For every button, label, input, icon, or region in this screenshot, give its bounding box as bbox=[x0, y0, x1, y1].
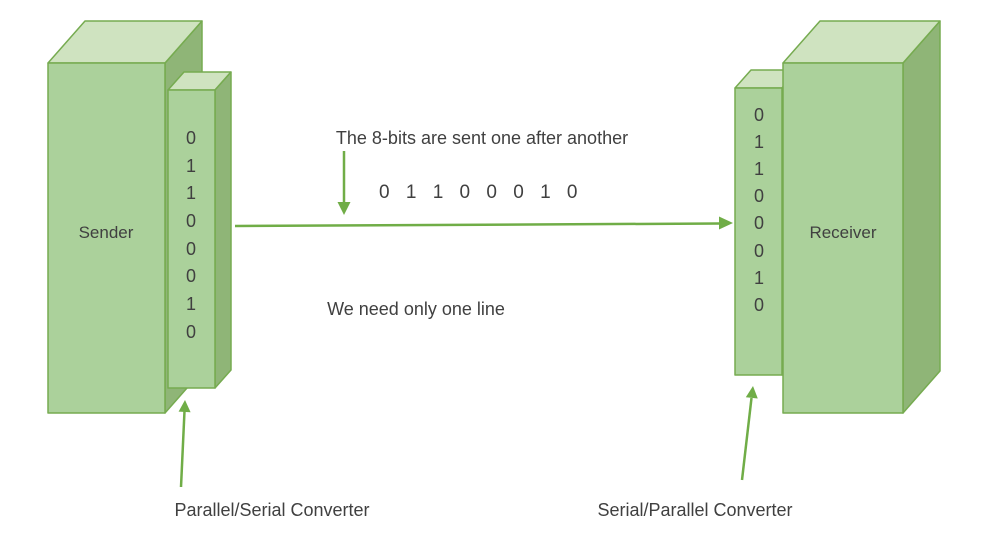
sender-converter-box bbox=[167, 71, 232, 389]
sender-converter-arrow-icon bbox=[178, 400, 191, 488]
sender-bit: 0 bbox=[186, 266, 196, 286]
receiver-bit: 0 bbox=[754, 295, 764, 315]
converter-annotations: Parallel/Serial Converter Serial/Paralle… bbox=[174, 386, 793, 520]
sender-bit: 1 bbox=[186, 156, 196, 176]
receiver-box-front-face bbox=[782, 62, 904, 414]
receiver-converter-front-face bbox=[734, 87, 783, 376]
sender-converter-arrow-shaft bbox=[179, 410, 186, 488]
sender-converter-side-face bbox=[214, 71, 232, 389]
serial-line-arrowhead-icon bbox=[719, 216, 733, 230]
sender-converter-arrowhead-icon bbox=[178, 400, 191, 413]
receiver-converter-arrowhead-icon bbox=[745, 386, 758, 399]
transmission-channel: The 8-bits are sent one after another 0 … bbox=[234, 128, 733, 319]
receiver-converter-label: Serial/Parallel Converter bbox=[597, 500, 792, 520]
receiver-bit: 1 bbox=[754, 132, 764, 152]
receiver-bit-column: 0 1 1 0 0 0 1 0 bbox=[754, 105, 764, 315]
sender-bit: 0 bbox=[186, 239, 196, 259]
sender-converter-front-face bbox=[167, 89, 216, 389]
sender-converter-label: Parallel/Serial Converter bbox=[174, 500, 369, 520]
serial-line-arrow-icon bbox=[234, 216, 733, 230]
receiver-bit: 1 bbox=[754, 268, 764, 288]
receiver-label: Receiver bbox=[809, 223, 876, 242]
sender-bit-column: 0 1 1 0 0 0 1 0 bbox=[186, 128, 196, 342]
down-arrow-head-icon bbox=[337, 202, 351, 215]
receiver-bit: 1 bbox=[754, 159, 764, 179]
sender-bit: 0 bbox=[186, 211, 196, 231]
down-arrow-icon bbox=[337, 151, 351, 215]
sender-device: Sender 0 1 1 0 0 0 1 0 bbox=[47, 20, 232, 414]
sender-bit: 0 bbox=[186, 128, 196, 148]
sender-label: Sender bbox=[79, 223, 134, 242]
receiver-device: Receiver 0 1 1 0 0 0 1 0 bbox=[734, 20, 941, 414]
serial-line bbox=[234, 222, 721, 228]
receiver-bit: 0 bbox=[754, 213, 764, 233]
receiver-bit: 0 bbox=[754, 241, 764, 261]
receiver-converter-arrow-icon bbox=[740, 386, 758, 481]
sender-bit: 0 bbox=[186, 322, 196, 342]
receiver-box-side-face bbox=[902, 20, 941, 414]
receiver-bit: 0 bbox=[754, 186, 764, 206]
receiver-converter-arrow-shaft bbox=[740, 397, 753, 481]
channel-caption-top: The 8-bits are sent one after another bbox=[336, 128, 628, 148]
serial-bit-stream: 0 1 1 0 0 0 1 0 bbox=[379, 182, 583, 203]
receiver-bit: 0 bbox=[754, 105, 764, 125]
sender-box-front-face bbox=[47, 62, 166, 414]
sender-bit: 1 bbox=[186, 183, 196, 203]
channel-caption-bottom: We need only one line bbox=[327, 299, 505, 319]
sender-bit: 1 bbox=[186, 294, 196, 314]
